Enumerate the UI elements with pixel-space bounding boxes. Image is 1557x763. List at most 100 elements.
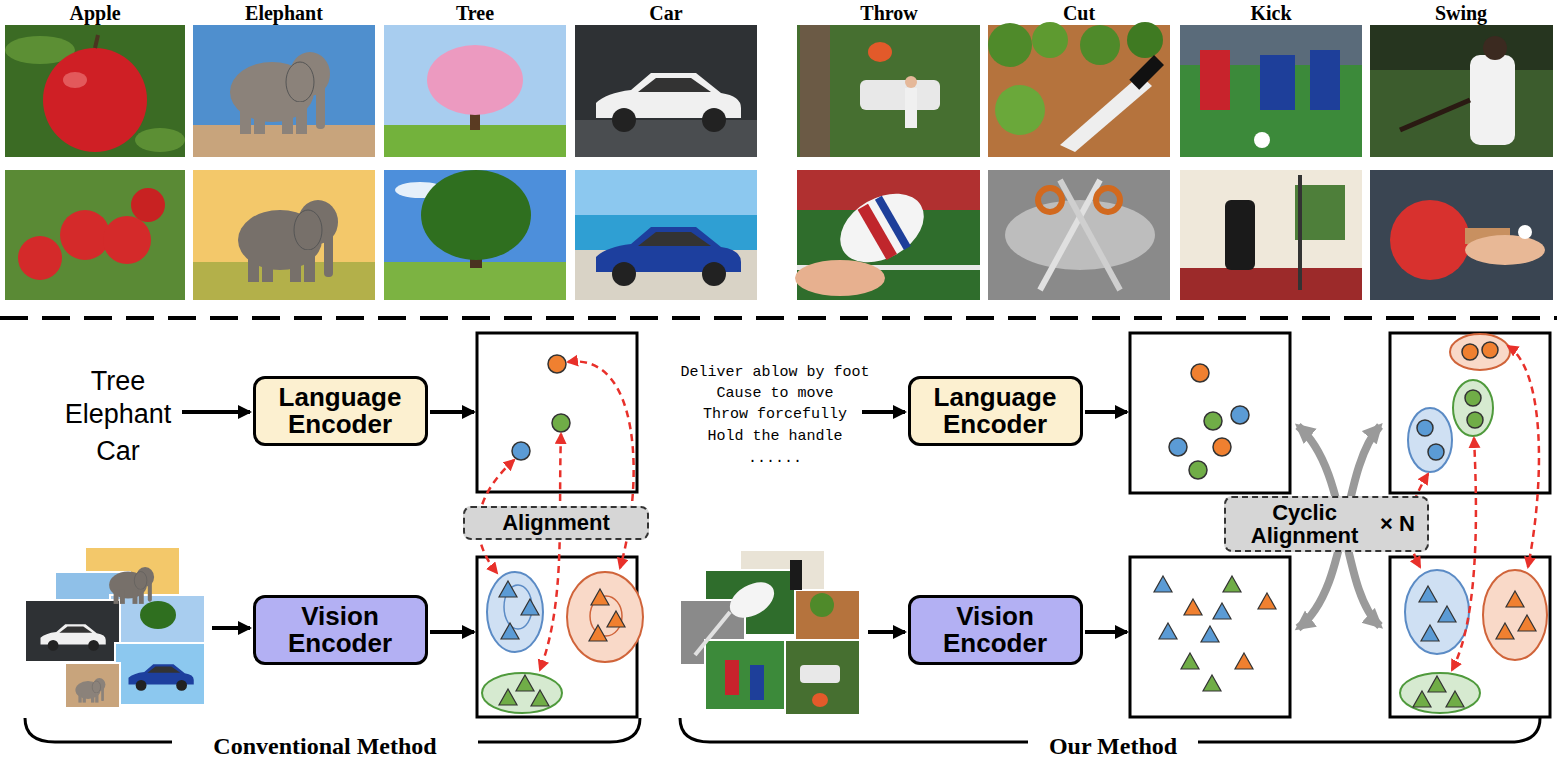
alignment-box: Cyclic Alignment× N [1224,496,1429,552]
car-photo-part [575,170,757,300]
column-header: Cut [1063,2,1095,25]
label-definition: ...... [748,450,802,467]
node-text: Language Encoder [919,384,1072,439]
swing-photo-part [1370,25,1553,157]
column-header: Car [649,2,682,25]
flow-arrow-part [862,410,905,414]
text-embedding-part [1231,406,1249,424]
text-embedding-part [1465,390,1481,406]
image-embedding [499,581,625,706]
punching-bag-photo-part [1225,200,1255,270]
image-embedding-part [589,625,607,641]
cluster-part [482,673,562,713]
image-embedding-part [1421,625,1439,641]
text-embedding-part [548,355,566,373]
ping-pong-photo-part [1390,200,1470,280]
apple-photo-part [18,236,62,280]
punching-bag-photo-part [1180,268,1362,300]
scissors-photo-part [988,170,1170,300]
apple-photo-part [135,128,185,152]
encoder-box: Language Encoder [253,376,428,447]
image-embedding-part [1438,606,1456,622]
embedding-space-part [1390,333,1550,493]
elephant-photo-part [193,25,375,157]
text-embedding-part [1191,364,1209,382]
image-embedding-part [1518,615,1536,631]
image-stack-content-part [790,560,802,590]
car-photo-part [575,25,757,157]
text-embedding-part [1204,412,1222,430]
node-text: Alignment [502,511,610,534]
apple-photo [5,170,185,300]
rugby-photo-part [828,180,936,277]
text-embedding [1417,342,1498,460]
scissors-photo-part [1096,188,1120,212]
tree-photo-part [384,170,566,300]
ping-pong-photo [1370,170,1553,300]
alignment-arrow-part [540,434,561,670]
image-embedding-part [1496,623,1514,639]
image-embedding-part [1446,691,1464,707]
scissors-photo-part [1060,180,1120,290]
image-stack-content-part [140,601,176,629]
flow-arrow-part [430,410,474,414]
label-definition: Deliver ablow by foot [680,364,869,381]
apple-photo-part [131,188,165,222]
text-embedding-part [1417,420,1433,436]
throw-photo-part [797,25,980,157]
image-embedding-part [521,599,539,615]
image-embedding [1413,586,1536,707]
image-stack-content-part [695,612,730,655]
image-stack [680,550,860,715]
throw-photo-part [800,25,830,157]
flow-arrow-part [1085,410,1127,414]
image-stack-part [25,600,120,662]
apple-photo-part [103,216,151,264]
image-embedding-part [1201,626,1219,642]
encoder-box: Vision Encoder [908,595,1083,666]
image-embedding [1154,576,1276,691]
text-embedding-part [1462,344,1478,360]
flow-arrow-part [430,630,474,634]
cut-photo-part [995,85,1045,135]
car-photo-part [575,120,757,157]
image-embedding-part [1428,676,1446,692]
throw-photo-part [905,88,917,128]
label-definition: Hold the handle [707,428,842,445]
text-embedding [512,355,570,460]
kick-photo-part [1254,132,1270,148]
punching-bag-photo-part [1295,185,1345,240]
car-photo-part [596,227,741,286]
cluster-part [1450,334,1510,370]
kick-photo-part [1310,50,1340,110]
label-definition: Cause to move [716,385,833,402]
label-definition: Throw forcefully [703,406,847,423]
encoder-box: Vision Encoder [253,595,428,666]
column-header: Elephant [245,2,323,25]
scissors-photo-part [1038,188,1062,212]
node-text: Language Encoder [264,384,417,439]
elephant-photo [193,170,375,300]
kick-photo-part [1180,25,1362,157]
text-embedding-part [512,442,530,460]
rugby-photo-part [875,196,911,250]
image-embedding-part [1203,675,1221,691]
text-embedding-part [1482,342,1498,358]
image-embedding-part [1184,599,1202,615]
text-embedding-part [552,414,570,432]
cut-photo-part [1080,25,1120,65]
tree-photo-part [384,25,566,157]
text-embedding-part [1169,438,1187,456]
image-stack-part [795,590,860,645]
cut-photo-part [1032,22,1068,58]
punching-bag-photo [1180,170,1362,300]
throw-photo-part [905,76,917,88]
image-embedding-part [531,690,549,706]
rugby-photo [795,170,980,300]
column-header: Throw [860,2,917,25]
text-embedding-part [1428,444,1444,460]
apple-photo-part [5,25,185,157]
punching-bag-photo-part [1180,170,1362,300]
cut-photo [988,22,1170,157]
